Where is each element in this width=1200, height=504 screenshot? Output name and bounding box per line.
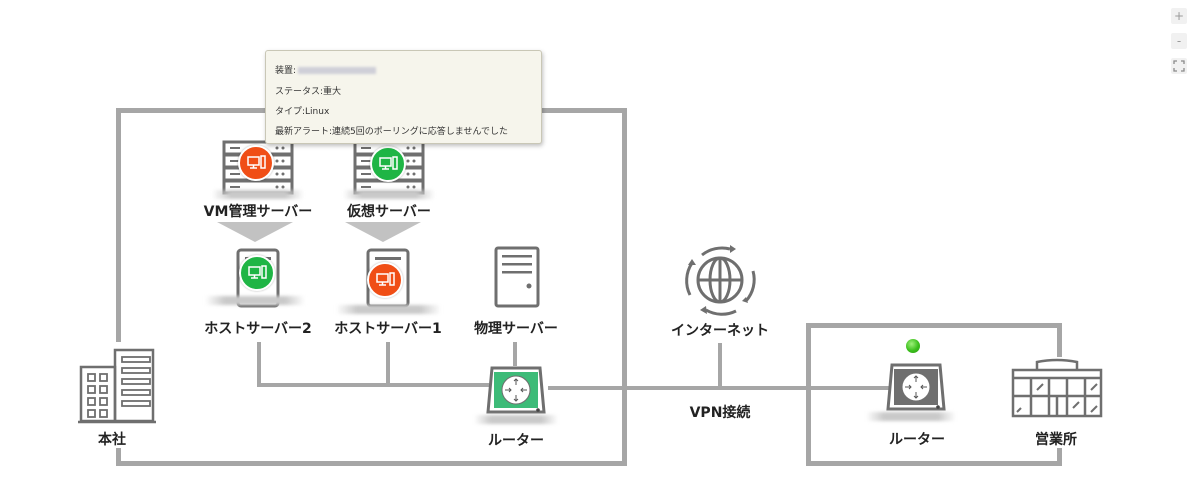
hq-router-node[interactable] — [486, 364, 546, 416]
host2-link — [257, 342, 261, 386]
hq-zone-bottom — [116, 461, 627, 466]
branch-office-node[interactable] — [1011, 358, 1103, 420]
hq-router-label: ルーター — [488, 433, 544, 449]
internet-label: インターネット — [671, 323, 769, 339]
computer-icon — [247, 155, 266, 169]
vm-manager-status-badge — [238, 145, 274, 181]
physical-link — [513, 342, 517, 366]
branch-zone-bottom — [806, 461, 1062, 466]
branch-zone-top — [806, 323, 1062, 328]
computer-icon — [248, 265, 267, 279]
virtual-server-label: 仮想サーバー — [347, 204, 431, 220]
office-building-icon — [78, 348, 156, 424]
physical-server-label: 物理サーバー — [474, 321, 558, 337]
branch-router-address-blurred — [866, 412, 956, 421]
store-building-icon — [1011, 358, 1103, 418]
virtual-server-address-blurred — [343, 190, 435, 199]
device-tooltip: 装置: ステータス:重大 タイプ:Linux 最新アラート:連続5回のポーリング… — [265, 50, 542, 144]
vm-manager-label: VM管理サーバー — [203, 204, 313, 220]
hq-zone-top-left — [116, 108, 266, 113]
tooltip-device-label: 装置: — [275, 66, 297, 76]
branch-office-label: 営業所 — [1035, 432, 1077, 448]
branch-router-label: ルーター — [889, 432, 945, 448]
host-server-1-status-badge — [367, 262, 403, 298]
tooltip-type: タイプ:Linux — [275, 107, 330, 117]
hq-zone-left — [116, 108, 121, 342]
branch-zone-left — [806, 323, 811, 466]
host-server-2-label: ホストサーバー2 — [204, 321, 312, 337]
host-server-2-address-blurred — [205, 296, 305, 305]
computer-icon — [379, 156, 398, 170]
globe-icon — [685, 245, 756, 316]
host-bus — [257, 383, 489, 387]
internet-node[interactable] — [680, 243, 760, 317]
internet-link — [718, 343, 722, 388]
hq-zone-top-right — [540, 108, 627, 113]
zoom-in-button[interactable]: + — [1171, 8, 1187, 24]
virtual-server-status-badge — [370, 146, 406, 182]
hq-zone-right — [622, 108, 627, 466]
physical-server-node[interactable] — [494, 246, 540, 308]
vm-manager-address-blurred — [212, 190, 304, 199]
vm-to-host2-arrow — [217, 222, 293, 242]
hq-zone-left-bottom — [116, 448, 121, 466]
tooltip-device-value-blurred — [298, 67, 377, 74]
router-icon — [886, 363, 946, 411]
tooltip-status: ステータス:重大 — [275, 87, 342, 97]
branch-zone-right-top — [1057, 323, 1062, 357]
headquarters-label: 本社 — [98, 432, 126, 448]
tooltip-device-row: 装置: — [275, 63, 377, 76]
host-server-1-address-blurred — [336, 305, 441, 314]
headquarters-node[interactable] — [78, 347, 156, 425]
fullscreen-icon — [1173, 60, 1185, 72]
router-icon — [486, 366, 546, 414]
vpn-line — [548, 386, 891, 390]
tooltip-latest-alert: 最新アラート:連続5回のポーリングに応答しませんでした — [275, 127, 509, 137]
hq-router-address-blurred — [474, 415, 558, 424]
zoom-out-button[interactable]: - — [1171, 33, 1187, 49]
branch-router-node[interactable] — [886, 361, 946, 413]
host1-link — [386, 342, 390, 386]
branch-status-dot — [906, 339, 920, 353]
branch-zone-right-bottom — [1057, 448, 1062, 466]
vpn-connection-label: VPN接続 — [689, 405, 751, 421]
host-server-1-label: ホストサーバー1 — [334, 321, 442, 337]
tower-server-icon — [494, 246, 540, 308]
fit-to-screen-button[interactable] — [1171, 58, 1187, 74]
host-server-2-status-badge — [239, 255, 275, 291]
vs-to-host1-arrow — [345, 222, 421, 242]
computer-icon — [376, 272, 395, 286]
